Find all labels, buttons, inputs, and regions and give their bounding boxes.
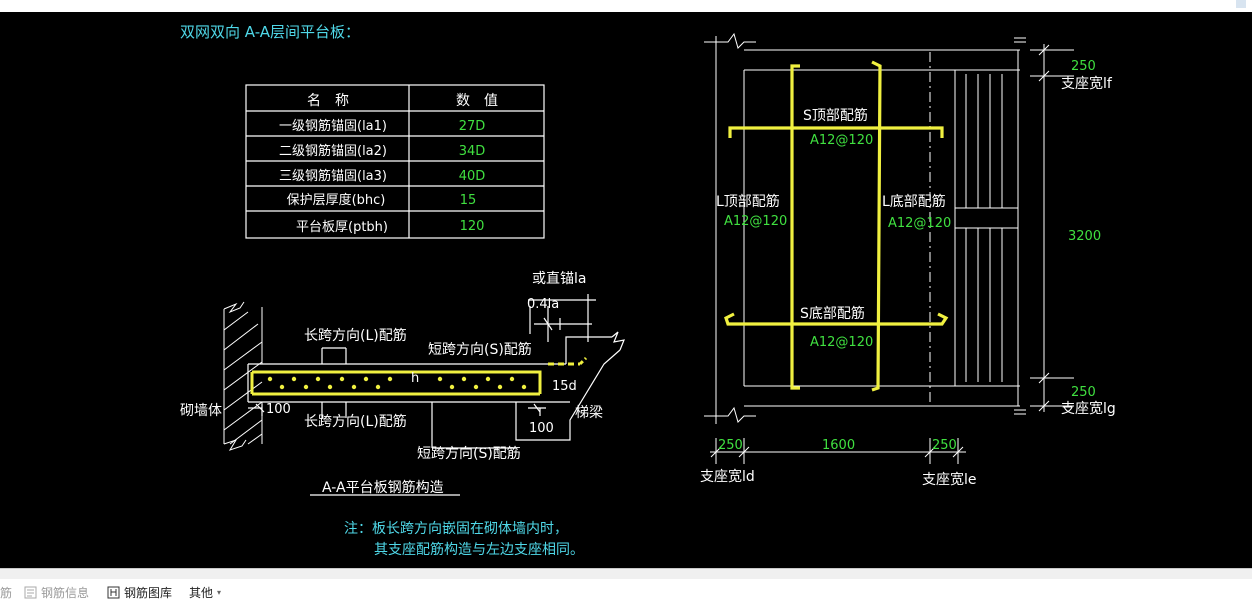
- label-long-span-bottom: 长跨方向(L)配筋: [304, 413, 407, 430]
- canvas-bottom-strip: [0, 568, 1252, 579]
- window-top-bar: [0, 0, 1252, 12]
- label-stair-beam: 梯梁: [575, 405, 603, 421]
- dim-250-right: 250: [932, 438, 957, 453]
- table-row-value: 120: [460, 219, 485, 234]
- rebar-info-button[interactable]: 钢筋信息: [24, 584, 89, 600]
- rebar-library-label: 钢筋图库: [124, 585, 173, 600]
- label-short-span-top: 短跨方向(S)配筋: [428, 341, 532, 358]
- dim-250-top: 250: [1071, 59, 1096, 74]
- label-support-ld: 支座宽ld: [700, 468, 755, 485]
- label-0.4la: 0.4la: [527, 297, 559, 312]
- label-support-le: 支座宽le: [922, 471, 977, 488]
- note-line-2: 其支座配筋构造与左边支座相同。: [374, 541, 584, 558]
- plan-rebar: [724, 60, 949, 392]
- rebar-info-icon: [24, 586, 37, 599]
- table-row-name: 一级钢筋锚固(la1): [279, 118, 387, 134]
- rebar-library-icon: [107, 586, 120, 599]
- drawing-title: 双网双向 A-A层间平台板：: [180, 23, 360, 41]
- plan-outline: [704, 32, 1074, 464]
- table-row-name: 三级钢筋锚固(la3): [279, 168, 387, 184]
- plan-s-bottom-label: S底部配筋: [800, 305, 865, 322]
- note-line-1: 注：板长跨方向嵌固在砌体墙内时，: [344, 521, 568, 537]
- bottom-toolbar: 筋 钢筋信息 钢筋图库 其他 ▾: [0, 579, 1252, 605]
- table-row-value: 40D: [459, 169, 486, 184]
- window-corner-icon: [1236, 0, 1246, 8]
- table-row-name: 平台板厚(ptbh): [296, 220, 388, 235]
- label-short-span-bottom: 短跨方向(S)配筋: [417, 445, 521, 462]
- rebar-info-label: 钢筋信息: [41, 585, 90, 600]
- plan-l-bottom-value: A12@120: [888, 216, 951, 231]
- dim-250-left: 250: [718, 438, 743, 453]
- slab-rebar: [250, 356, 588, 396]
- table-row-value: 27D: [459, 119, 486, 134]
- parameter-table: [245, 84, 545, 239]
- table-row-value: 34D: [459, 144, 486, 159]
- label-masonry-wall: 砌墙体: [180, 403, 222, 419]
- dim-250-bottom: 250: [1071, 385, 1096, 400]
- cad-drawing-canvas[interactable]: 双网双向 A-A层间平台板： 名 称 数 值 一级钢筋锚固(la1) 27D 二…: [0, 12, 1252, 568]
- table-row-name: 二级钢筋锚固(la2): [279, 143, 387, 159]
- label-long-span-top: 长跨方向(L)配筋: [304, 327, 407, 344]
- table-header-name: 名 称: [307, 93, 349, 109]
- section-caption: A-A平台板钢筋构造: [322, 479, 444, 496]
- label-or-straight-anchor: 或直锚la: [532, 270, 586, 287]
- label-support-lg: 支座宽lg: [1061, 400, 1116, 417]
- label-100-right: 100: [529, 421, 554, 436]
- dim-1600: 1600: [822, 438, 855, 453]
- rebar-library-button[interactable]: 钢筋图库: [107, 584, 172, 600]
- plan-l-top-value: A12@120: [724, 214, 787, 229]
- label-15d: 15d: [552, 379, 577, 394]
- plan-l-top-label: L顶部配筋: [716, 193, 780, 210]
- masonry-wall: [223, 301, 263, 451]
- table-row-value: 15: [460, 193, 477, 208]
- other-menu-label: 其他: [189, 585, 214, 600]
- label-100-left: 100: [266, 402, 291, 417]
- plan-s-bottom-value: A12@120: [810, 335, 873, 350]
- label-h: h: [411, 371, 419, 386]
- dim-3200: 3200: [1068, 229, 1101, 244]
- rebar-dots: [267, 376, 527, 390]
- table-row-name: 保护层厚度(bhc): [287, 192, 386, 208]
- plan-l-bottom-label: L底部配筋: [882, 193, 946, 210]
- plan-s-top-value: A12@120: [810, 133, 873, 148]
- chevron-down-icon: ▾: [217, 587, 222, 597]
- table-header-value: 数 值: [456, 93, 498, 109]
- platform-slab: [247, 294, 625, 496]
- toolbar-item-partial-label: 筋: [0, 585, 13, 600]
- label-support-lf: 支座宽lf: [1061, 75, 1113, 92]
- toolbar-item-partial[interactable]: 筋: [0, 584, 12, 600]
- other-menu-button[interactable]: 其他 ▾: [189, 584, 221, 600]
- plan-s-top-label: S顶部配筋: [803, 107, 868, 124]
